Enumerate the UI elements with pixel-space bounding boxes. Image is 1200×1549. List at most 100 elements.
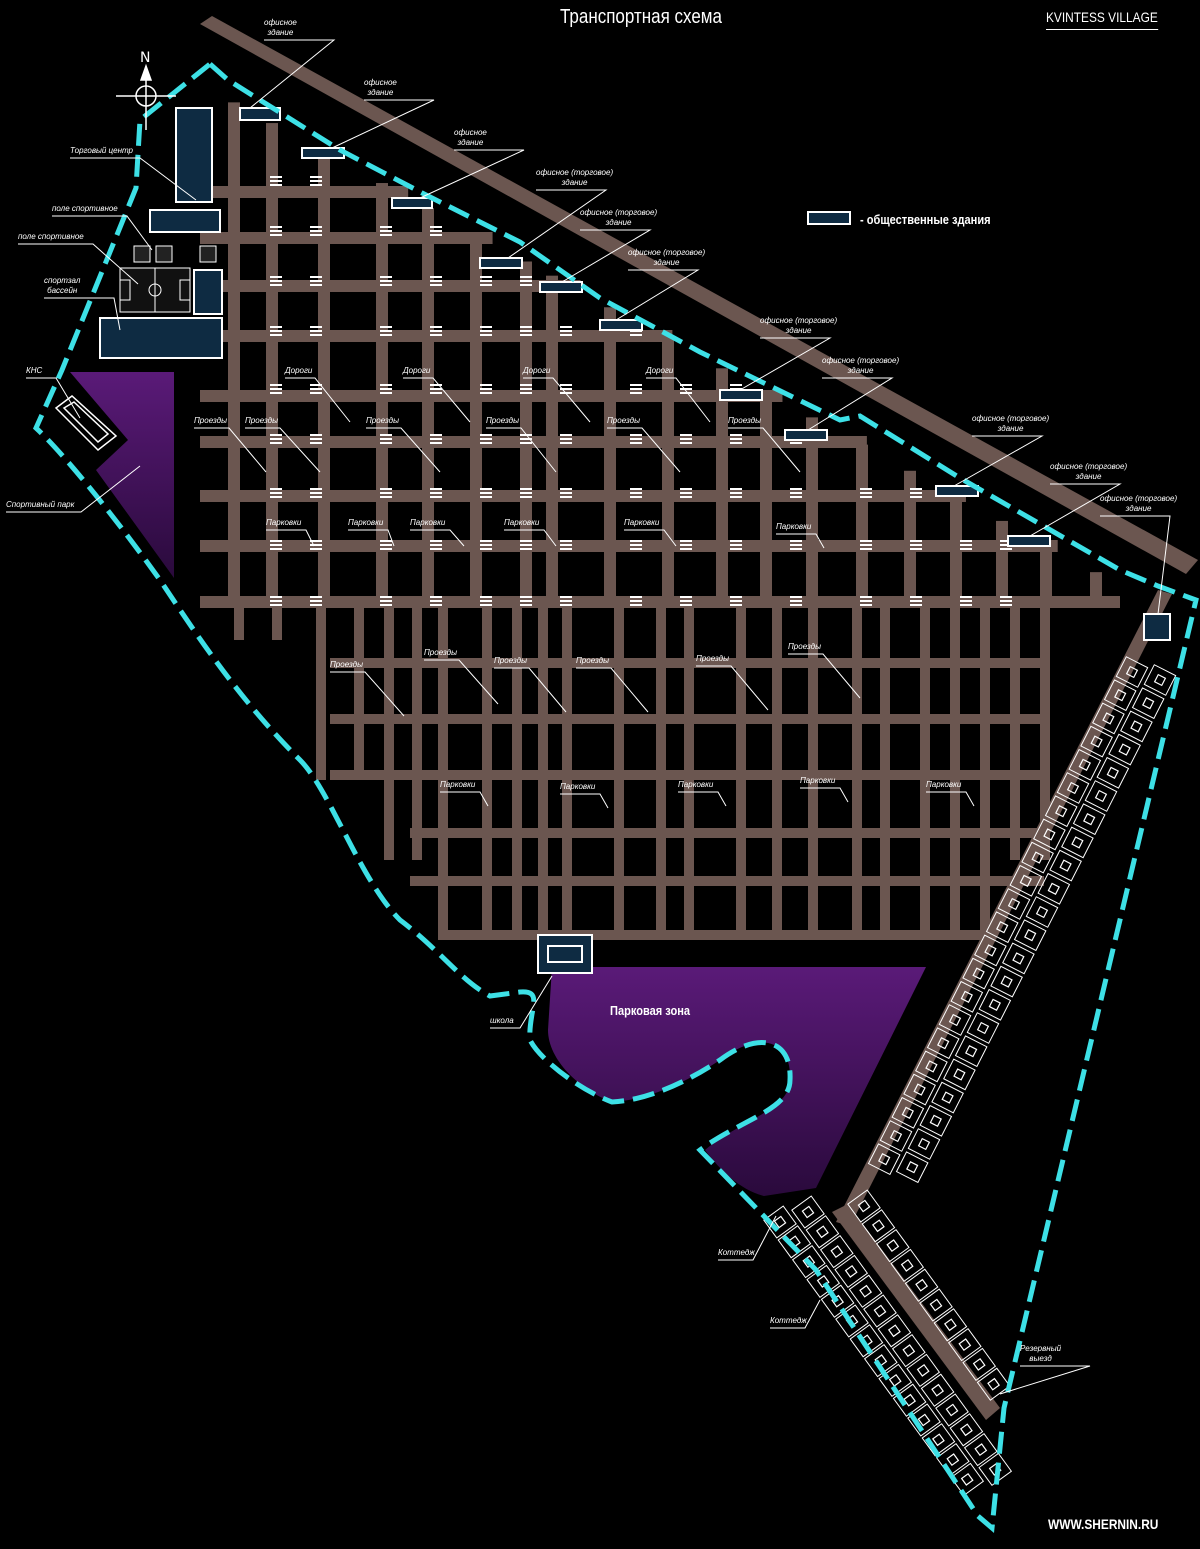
- leader-line: [194, 427, 267, 473]
- label-parking: Парковки: [560, 782, 596, 791]
- parking-stripe: [380, 596, 392, 598]
- cottage-lot: [877, 1314, 912, 1348]
- road-horizontal-lower: [410, 828, 1044, 838]
- parking-stripe: [730, 540, 742, 542]
- leader-line: [486, 427, 557, 473]
- parking-stripe: [520, 330, 532, 332]
- road-vertical: [520, 261, 532, 600]
- parking-stripe: [380, 604, 392, 606]
- cottage-lot: [1056, 772, 1090, 804]
- label-reserve-exit: Резервный выезд: [1020, 1344, 1062, 1363]
- cottage-lot: [763, 1205, 797, 1239]
- cottage-lot: [847, 1189, 881, 1223]
- parking-stripe: [310, 384, 322, 386]
- parking-stripe: [520, 384, 532, 386]
- leader-line: [718, 1215, 777, 1261]
- sport-park-area: [70, 372, 174, 578]
- parking-stripe: [270, 234, 282, 236]
- parking-stripe: [910, 548, 922, 550]
- parking-stripe: [860, 488, 872, 490]
- office-building: [1143, 613, 1171, 641]
- cottage-lot: [947, 1327, 982, 1362]
- parking-stripe: [860, 496, 872, 498]
- parking-stripe: [960, 600, 972, 602]
- label-driveways: Проезды: [330, 660, 363, 669]
- cottage-lot: [920, 1373, 955, 1407]
- label-school: школа: [490, 1016, 514, 1025]
- leader-line: [646, 377, 711, 423]
- cottage-lot: [949, 1413, 984, 1447]
- label-office-trade: офисное (торговое) здание: [536, 168, 614, 187]
- parking-stripe: [520, 438, 532, 440]
- parking-stripe: [680, 388, 692, 390]
- parking-stripe: [270, 280, 282, 282]
- parking-stripe: [430, 326, 442, 328]
- road-vertical-lower: [438, 598, 448, 940]
- road-vertical-lower: [880, 598, 890, 940]
- parking-stripe: [310, 326, 322, 328]
- parking-stripe: [560, 540, 572, 542]
- leader-line: [266, 529, 315, 547]
- north-label: N: [140, 50, 150, 66]
- cottage-lot: [954, 1035, 988, 1068]
- parking-stripe: [910, 600, 922, 602]
- cottage-lot: [1037, 872, 1071, 905]
- parking-stripe: [860, 540, 872, 542]
- cottage-lot: [1143, 664, 1177, 696]
- road-vertical: [996, 520, 1008, 600]
- parking-stripe: [730, 442, 742, 444]
- leader-line: [44, 297, 121, 331]
- cottage-lot: [931, 1081, 964, 1114]
- parking-stripe: [860, 492, 872, 494]
- cottage-lot: [1009, 864, 1043, 897]
- road-vertical: [604, 307, 616, 600]
- road-grid: [200, 102, 1120, 940]
- parking-stripe: [270, 434, 282, 436]
- school-inner: [547, 945, 583, 963]
- label-driveways: Проезды: [494, 656, 527, 665]
- leader-line: [615, 269, 700, 321]
- road-horizontal: [200, 540, 1058, 552]
- parking-stripe: [630, 596, 642, 598]
- label-driveways: Проезды: [576, 656, 609, 665]
- parking-stripe: [520, 284, 532, 286]
- parking-stripe: [910, 492, 922, 494]
- parking-stripe: [560, 434, 572, 436]
- parking-stripe: [560, 496, 572, 498]
- cottage-lot: [878, 1363, 913, 1398]
- parking-stripe: [380, 284, 392, 286]
- leader-line: [999, 1365, 1091, 1395]
- road-vertical-lower: [412, 598, 422, 860]
- cottage-lot: [891, 1333, 926, 1368]
- parking-stripe: [480, 442, 492, 444]
- cottage-lot: [806, 1264, 841, 1299]
- parking-stripe: [270, 276, 282, 278]
- parking-stripe: [680, 596, 692, 598]
- parking-stripe: [860, 544, 872, 546]
- parking-stripe: [380, 544, 392, 546]
- cottage-lot: [1013, 919, 1047, 952]
- office-building: [1007, 535, 1051, 547]
- cottage-lot: [919, 1288, 953, 1322]
- road-vertical: [228, 102, 240, 601]
- cottage-lot: [1049, 849, 1082, 882]
- cottage-lot: [879, 1120, 913, 1152]
- label-parking: Парковки: [776, 522, 812, 531]
- parking-stripe: [380, 384, 392, 386]
- parking-stripe: [910, 488, 922, 490]
- parking-stripe: [790, 540, 802, 542]
- parking-stripe: [480, 600, 492, 602]
- parking-stripe: [380, 548, 392, 550]
- parking-stripe: [430, 334, 442, 336]
- label-roads: Дороги: [523, 366, 551, 375]
- parking-stripe: [380, 492, 392, 494]
- leader-line: [776, 533, 825, 549]
- road-vertical-lower: [736, 598, 746, 940]
- cottage-lot: [890, 1248, 925, 1283]
- parking-stripe: [790, 544, 802, 546]
- parking-stripe: [310, 388, 322, 390]
- parking-stripe: [790, 492, 802, 494]
- parking-stripe: [380, 388, 392, 390]
- road-horizontal: [200, 232, 493, 244]
